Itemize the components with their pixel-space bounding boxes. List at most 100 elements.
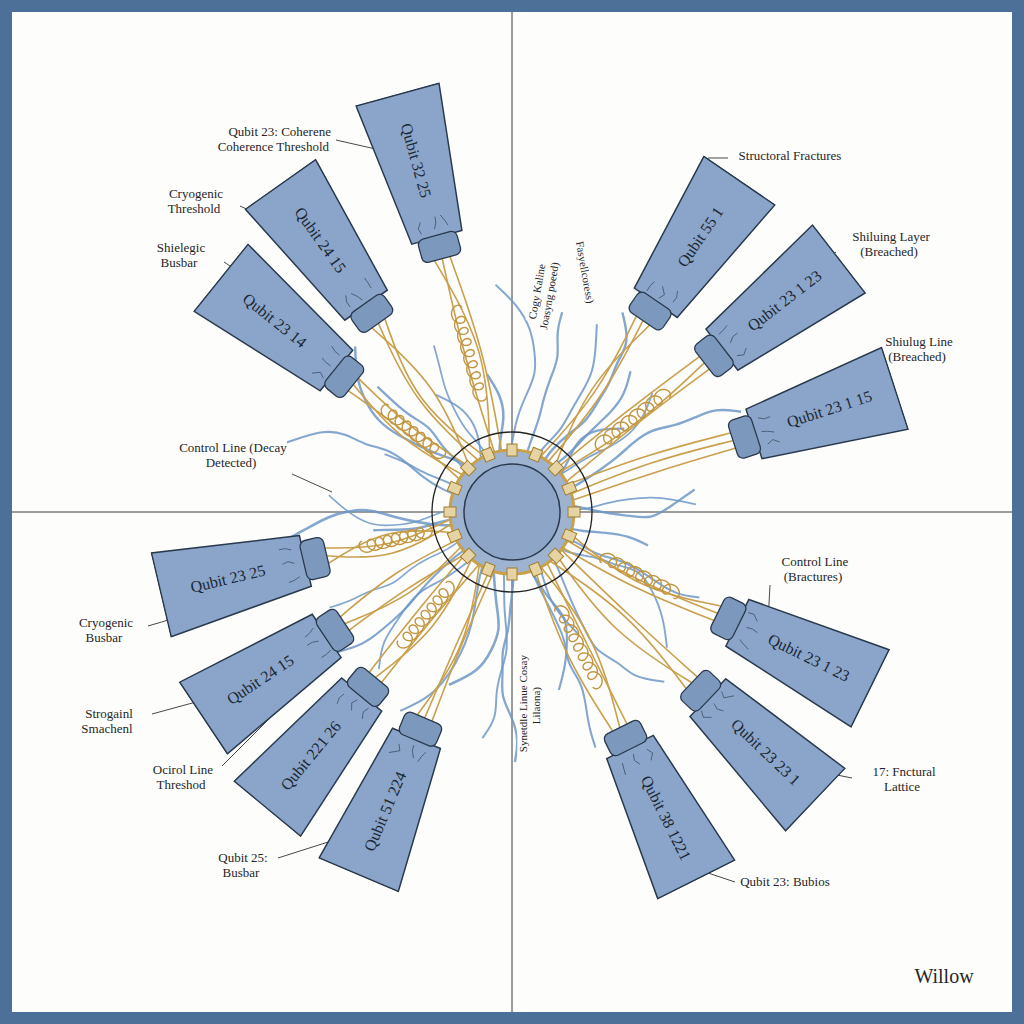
callout-label: Shielegic Busbar [138,241,222,271]
control-wire [375,559,472,677]
fracture [335,693,344,704]
callout-label: Synetdle Linue Cosay Lilaona) [517,655,542,755]
callout-label: Cryogenic Busbar [63,616,147,646]
callout-label: Shiluing Layer (Breached) [834,230,946,260]
hub-tab [460,460,476,476]
crosshair [12,12,1012,1012]
fracture [655,286,667,300]
qubit-cap [348,292,395,335]
qubit-cap [726,414,761,459]
fracture [631,753,639,765]
callout-text: Fasyellcoress) [574,238,597,306]
control-wire [547,563,627,724]
callout-text: Qubit 23: Bubios [738,874,832,889]
qubit-block: Qubit 32 25 [354,82,485,274]
control-wire [381,564,479,682]
qubit-body [740,347,907,474]
control-wire [566,369,709,481]
callout-text: Qubit 23: Coherene Coherence Threshold [218,124,331,154]
callout-label: Willow [899,965,989,988]
control-wire [417,565,479,715]
callout-text: Shielegic Busbar [155,240,205,270]
qubit-body [356,83,478,249]
fracture [736,348,748,358]
control-wire [550,561,686,688]
tendril [377,387,472,479]
fracture [282,560,294,566]
callout-label: Fasyellcoress) [570,224,599,321]
fracture [699,709,712,721]
fracture [359,707,369,719]
hub-tab [568,507,580,517]
callout-label: Ocirol Line Threshod [138,763,226,793]
fracture [728,333,740,343]
tendril [270,432,462,497]
tendril [379,553,480,669]
hub [432,432,592,592]
qubit-text-box: Qubit 23 1 15 [757,349,901,471]
hub-tab [562,529,577,543]
qubit-label: Qubit 51 224 [360,769,410,854]
qubit-label: Qubit 23 1 15 [784,387,874,431]
tendril [563,490,694,518]
callout-text: Shiulug Line (Breached) [883,334,953,364]
control-wire [563,548,714,621]
qubit-label: Qubit 24 15 [223,651,297,708]
fracture [388,742,401,757]
control-wire [425,570,490,718]
qubit-label: Qubit 23 23 1 [727,715,804,789]
control-wire [385,319,485,457]
coil [381,404,445,458]
qubit-label: Qubit 23 14 [239,290,310,352]
callout-label: Control Line (Bractures) [758,555,870,585]
tendril [525,562,567,690]
control-wire [442,259,494,453]
control-wire [358,378,469,467]
fracture [431,217,438,230]
leaders [148,140,866,882]
qubit-cap [708,595,747,641]
control-wire [556,357,699,469]
control-wire [353,384,462,474]
hub-tab [447,529,462,543]
callout-text: Willow [912,965,975,987]
callout-text: Cryogenic Busbar [77,615,133,645]
fracture [330,346,341,355]
fracture [320,650,331,658]
control-wire [535,570,613,731]
control-wire [561,550,697,677]
qubit-body [319,722,456,892]
control-wire [573,448,735,500]
fracture [364,278,371,288]
callout-text: Qubit 25: Busbar [216,850,267,880]
fracture [670,291,679,302]
fracture [761,428,774,436]
fracture [311,368,324,380]
coil [397,581,454,648]
qubit-label: Qubit 55 1 [673,204,727,271]
hub-core [464,464,560,560]
hub-tab [507,568,517,580]
hub-tab [548,460,564,476]
fracture [712,703,723,714]
callout-text: Ocirol Line Threshod [151,762,213,792]
fracture [766,438,779,446]
callout-text: Control Line (Decay Detected) [177,440,287,470]
hub-tab [460,548,476,564]
fracture [737,640,750,650]
fracture [303,628,315,637]
callout-label: Qubit 23: Coherene Coherence Threshold [179,125,331,155]
tendril [329,495,460,525]
hub-tab [481,562,495,577]
fracture [307,639,319,648]
qubit-label: Qubit 32 25 [396,121,434,199]
callout-label: Strogainl Smachenl [64,707,152,737]
coil [452,305,487,401]
callout-label: Structoral Fractures [710,149,870,164]
qubit-cap [322,354,366,400]
fracture [351,290,362,303]
qubit-text-box: Qubit 23 25 [158,522,298,636]
fracture [757,414,769,420]
